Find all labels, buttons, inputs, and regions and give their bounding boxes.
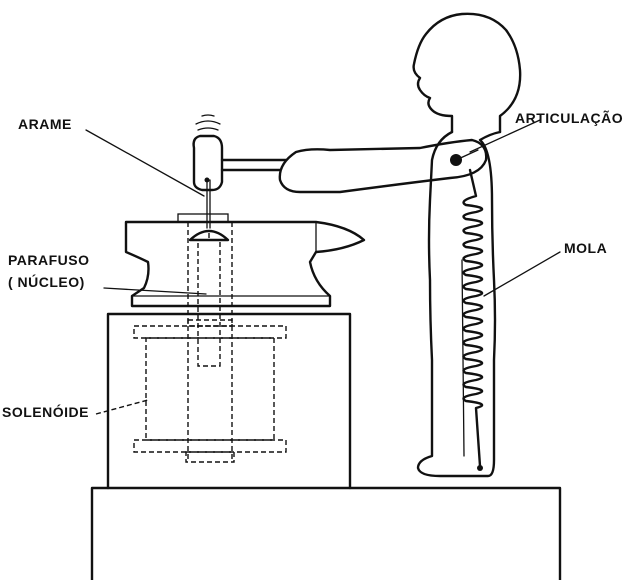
spring [462,168,484,471]
leader-arame [85,129,205,197]
bench [90,486,562,582]
leader-solenoide [95,399,149,415]
leader-articulacao [469,119,541,153]
screw-core [188,229,230,367]
label-parafuso: PARAFUSO [8,252,90,268]
figure-head [412,12,522,134]
label-mola: MOLA [564,240,608,256]
leader-lines [85,119,561,415]
wire [206,179,211,229]
label-articulacao: ARTICULAÇÃO [515,110,624,126]
pedestal-box [106,312,352,490]
leader-parafuso [103,287,207,295]
label-arame: ARAME [18,116,72,132]
figure-body [416,130,502,478]
solenoid [133,222,287,463]
anvil [124,213,366,308]
figure-arm [278,138,488,194]
leader-mola [483,251,561,297]
hammer [192,114,288,192]
label-nucleo: ( NÚCLEO) [8,274,85,290]
label-solenoide: SOLENÓIDE [2,404,89,420]
